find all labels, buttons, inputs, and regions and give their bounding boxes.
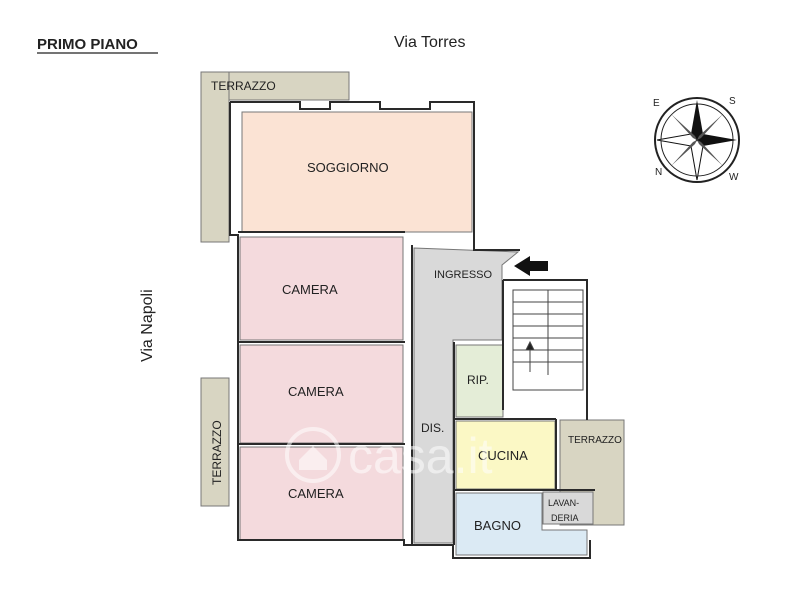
label-terrazzo-right: TERRAZZO (568, 435, 622, 446)
compass-e: E (653, 98, 660, 109)
label-camera-3: CAMERA (288, 486, 344, 501)
lavanderia (542, 491, 594, 525)
compass-w: W (729, 172, 739, 183)
terrazzo-left (200, 377, 230, 507)
watermark-text: casa.it (348, 428, 493, 484)
compass-s: S (729, 96, 736, 107)
label-camera-2: CAMERA (288, 384, 344, 399)
compass-rose-icon: N S E W (653, 96, 740, 183)
label-ingresso: INGRESSO (434, 269, 493, 281)
camera-2 (239, 344, 404, 444)
label-soggiorno: SOGGIORNO (307, 160, 389, 175)
label-terrazzo-left: TERRAZZO (210, 420, 224, 485)
watermark: casa.it (285, 427, 493, 484)
label-rip: RIP. (467, 373, 489, 387)
ingresso-corridor (413, 247, 520, 544)
soggiorno (241, 111, 473, 233)
label-camera-1: CAMERA (282, 282, 338, 297)
street-top: Via Torres (394, 34, 465, 51)
label-bagno: BAGNO (474, 518, 521, 533)
bagno (455, 492, 588, 556)
terrazzo-top-side (200, 71, 230, 243)
floor-title: PRIMO PIANO (37, 36, 138, 53)
label-dis: DIS. (421, 421, 444, 435)
label-lavanderia-1: LAVAN- (548, 498, 579, 508)
walls (229, 101, 595, 559)
entrance-arrow-icon (514, 256, 548, 276)
compass-n: N (655, 167, 662, 178)
street-left: Via Napoli (139, 289, 156, 362)
label-terrazzo-top: TERRAZZO (211, 79, 276, 93)
staircase (512, 289, 584, 391)
cucina (455, 420, 556, 490)
label-cucina: CUCINA (478, 448, 528, 463)
label-lavanderia-2: DERIA (551, 513, 579, 523)
camera-1 (239, 236, 404, 341)
